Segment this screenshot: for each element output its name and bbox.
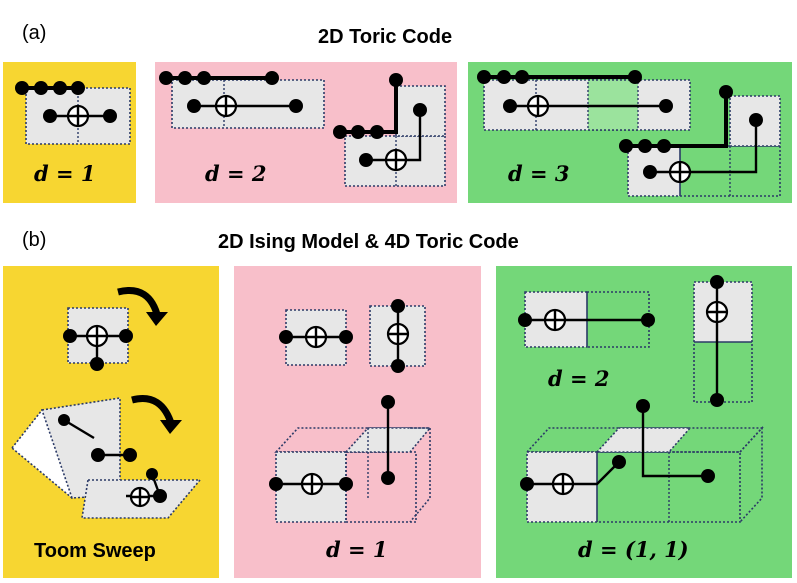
b-toom-circuit [10, 287, 202, 519]
a-d1-circuit [15, 81, 131, 145]
label-a-d3: d = 3 [508, 161, 570, 186]
part-a-title: 2D Toric Code [318, 26, 453, 48]
label-b-d11: d = (1, 1) [578, 537, 689, 562]
b-d1-circuit [269, 299, 432, 523]
label-toom-sweep: Toom Sweep [34, 540, 156, 562]
part-b-tag: (b) [22, 229, 47, 251]
label-a-d2: d = 2 [205, 161, 267, 186]
label-a-d1: d = 1 [34, 161, 96, 186]
part-b-title: 2D Ising Model & 4D Toric Code [218, 231, 519, 253]
panel-b-d1 [234, 266, 481, 578]
label-b-d2-inner: d = 2 [548, 366, 610, 391]
label-b-d1: d = 1 [326, 537, 388, 562]
a-d3-circuit [477, 70, 781, 197]
a-d2-circuit [159, 71, 446, 187]
b-d11-circuit [518, 275, 764, 523]
part-a-tag: (a) [22, 22, 47, 44]
